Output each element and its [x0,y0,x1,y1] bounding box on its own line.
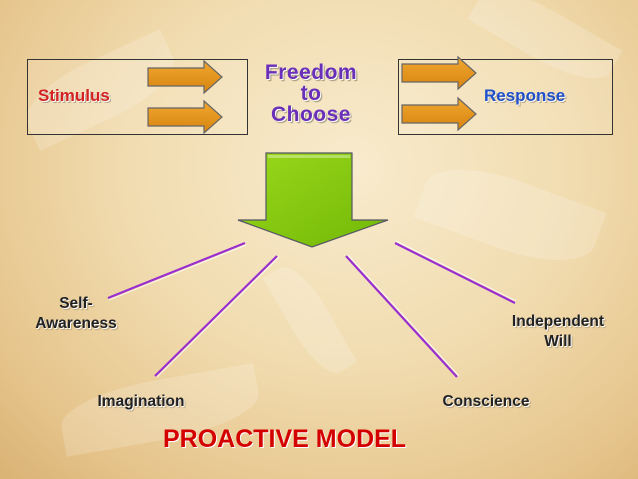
node-independent-will: Independent Will [494,312,622,352]
freedom-to-choose-label: Freedom to Choose [246,62,376,125]
connector-conscience [345,255,458,378]
self-awareness-line-1: Self- [59,295,93,312]
freedom-line-3: Choose [270,103,351,126]
connector-self-awareness [107,241,246,300]
freedom-line-1: Freedom [264,61,358,84]
node-imagination: Imagination [97,393,185,410]
independent-will-line-2: Will [544,333,572,350]
stimulus-label: Stimulus [38,86,110,105]
right-arrow-icon [401,55,477,91]
response-label: Response [484,86,566,105]
connector-independent-will [394,242,516,304]
independent-will-line-1: Independent [511,313,605,330]
connector-lines [107,241,516,378]
connector-imagination [154,255,278,377]
right-arrow-icon [147,59,223,95]
node-self-awareness: Self- Awareness [22,294,130,334]
right-arrow-icon [401,96,477,132]
node-conscience: Conscience [442,393,530,410]
freedom-line-2: to [300,82,322,105]
down-arrow-icon [237,152,389,248]
right-arrow-icon [147,99,223,135]
self-awareness-line-2: Awareness [35,315,117,332]
diagram-title: PROACTIVE MODEL [163,425,407,453]
